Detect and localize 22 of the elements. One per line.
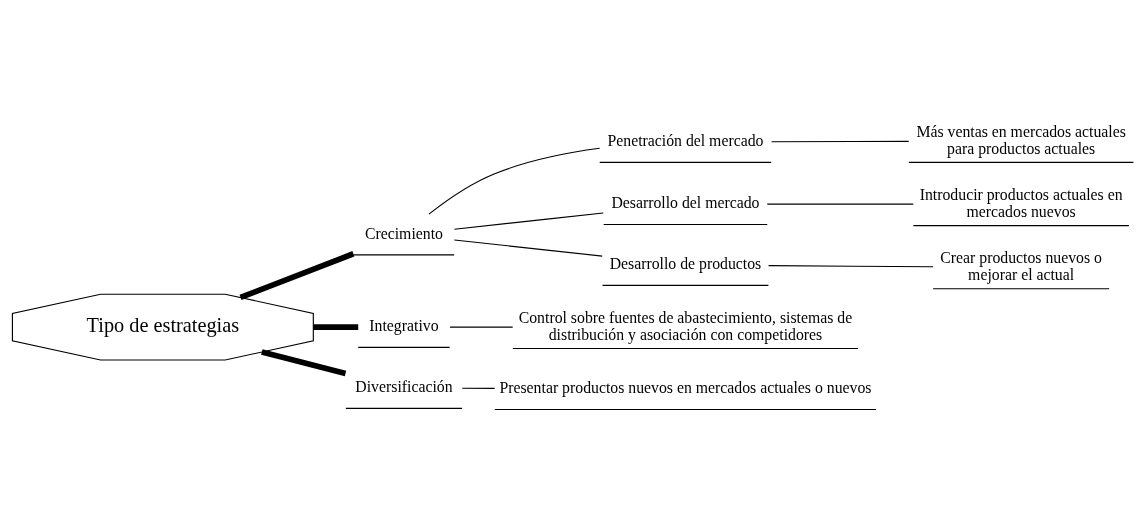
node-text: Presentar productos nuevos en mercados actuales o nuevos bbox=[499, 379, 872, 397]
connector bbox=[449, 326, 514, 328]
node-text: Control sobre fuentes de abastecimiento, sistemas de distribución y asociación con competidores bbox=[518, 308, 853, 343]
connector bbox=[313, 324, 359, 330]
node-text: Desarrollo del mercado bbox=[611, 194, 760, 212]
connector bbox=[453, 239, 603, 257]
connector bbox=[239, 251, 355, 301]
node-text: Diversificación bbox=[355, 378, 453, 396]
connector bbox=[771, 140, 910, 143]
node-text: Penetración del mercado bbox=[607, 132, 764, 150]
connector bbox=[261, 349, 347, 377]
node-text: Más ventas en mercados actuales para productos actuales bbox=[916, 122, 1126, 157]
node-text: Crecimiento bbox=[364, 224, 443, 242]
connector bbox=[428, 147, 601, 215]
connector bbox=[453, 212, 604, 230]
node-text: Introducir productos actuales en mercados nuevos bbox=[919, 185, 1123, 220]
node-text: Desarrollo de productos bbox=[609, 255, 762, 273]
node-text: Integrativo bbox=[369, 317, 439, 335]
node-text: Crear productos nuevos o mejorar el actual bbox=[940, 249, 1102, 283]
connector bbox=[768, 265, 934, 268]
connector bbox=[461, 387, 496, 389]
connector bbox=[766, 203, 914, 205]
